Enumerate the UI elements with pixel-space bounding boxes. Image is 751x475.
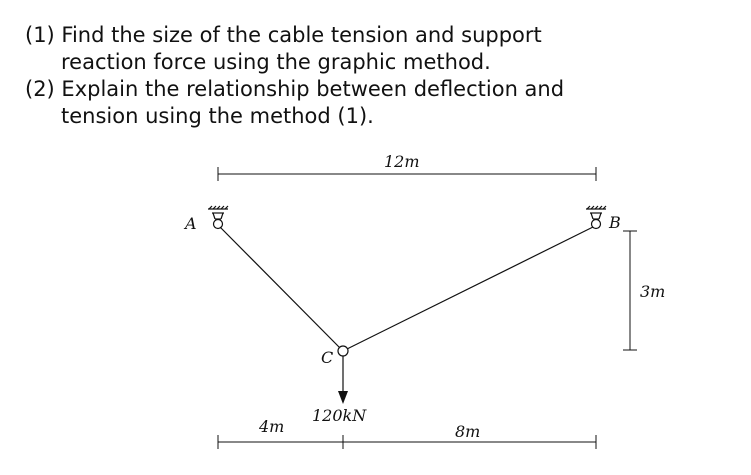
question-1-line-2: reaction force using the graphic method. [61, 50, 491, 74]
label-b: B [608, 213, 621, 232]
support-b-icon [586, 205, 607, 230]
dimension-label-4m: 4m [258, 417, 284, 436]
load-arrow-icon [338, 356, 348, 404]
load-label: 120kN [312, 406, 367, 425]
dimension-bottom-span [217, 435, 597, 449]
support-a-icon [208, 205, 229, 230]
question-2-line-2: tension using the method (1). [61, 104, 374, 128]
dimension-total-span [217, 167, 597, 181]
dimension-label-3m: 3m [640, 282, 665, 301]
question-2-line-1: (2) Explain the relationship between def… [25, 77, 565, 101]
node-c [337, 345, 349, 357]
label-a: A [183, 214, 197, 233]
dimension-label-8m: 8m [455, 422, 480, 441]
dimension-height [623, 230, 637, 351]
question-1-line-1: (1) Find the size of the cable tension a… [25, 23, 542, 47]
dimension-label-12m: 12m [384, 152, 420, 171]
cable-ac [219, 226, 342, 350]
cable-cb [346, 226, 594, 350]
problem-statement: (1) Find the size of the cable tension a… [25, 22, 564, 130]
label-c: C [321, 348, 333, 367]
